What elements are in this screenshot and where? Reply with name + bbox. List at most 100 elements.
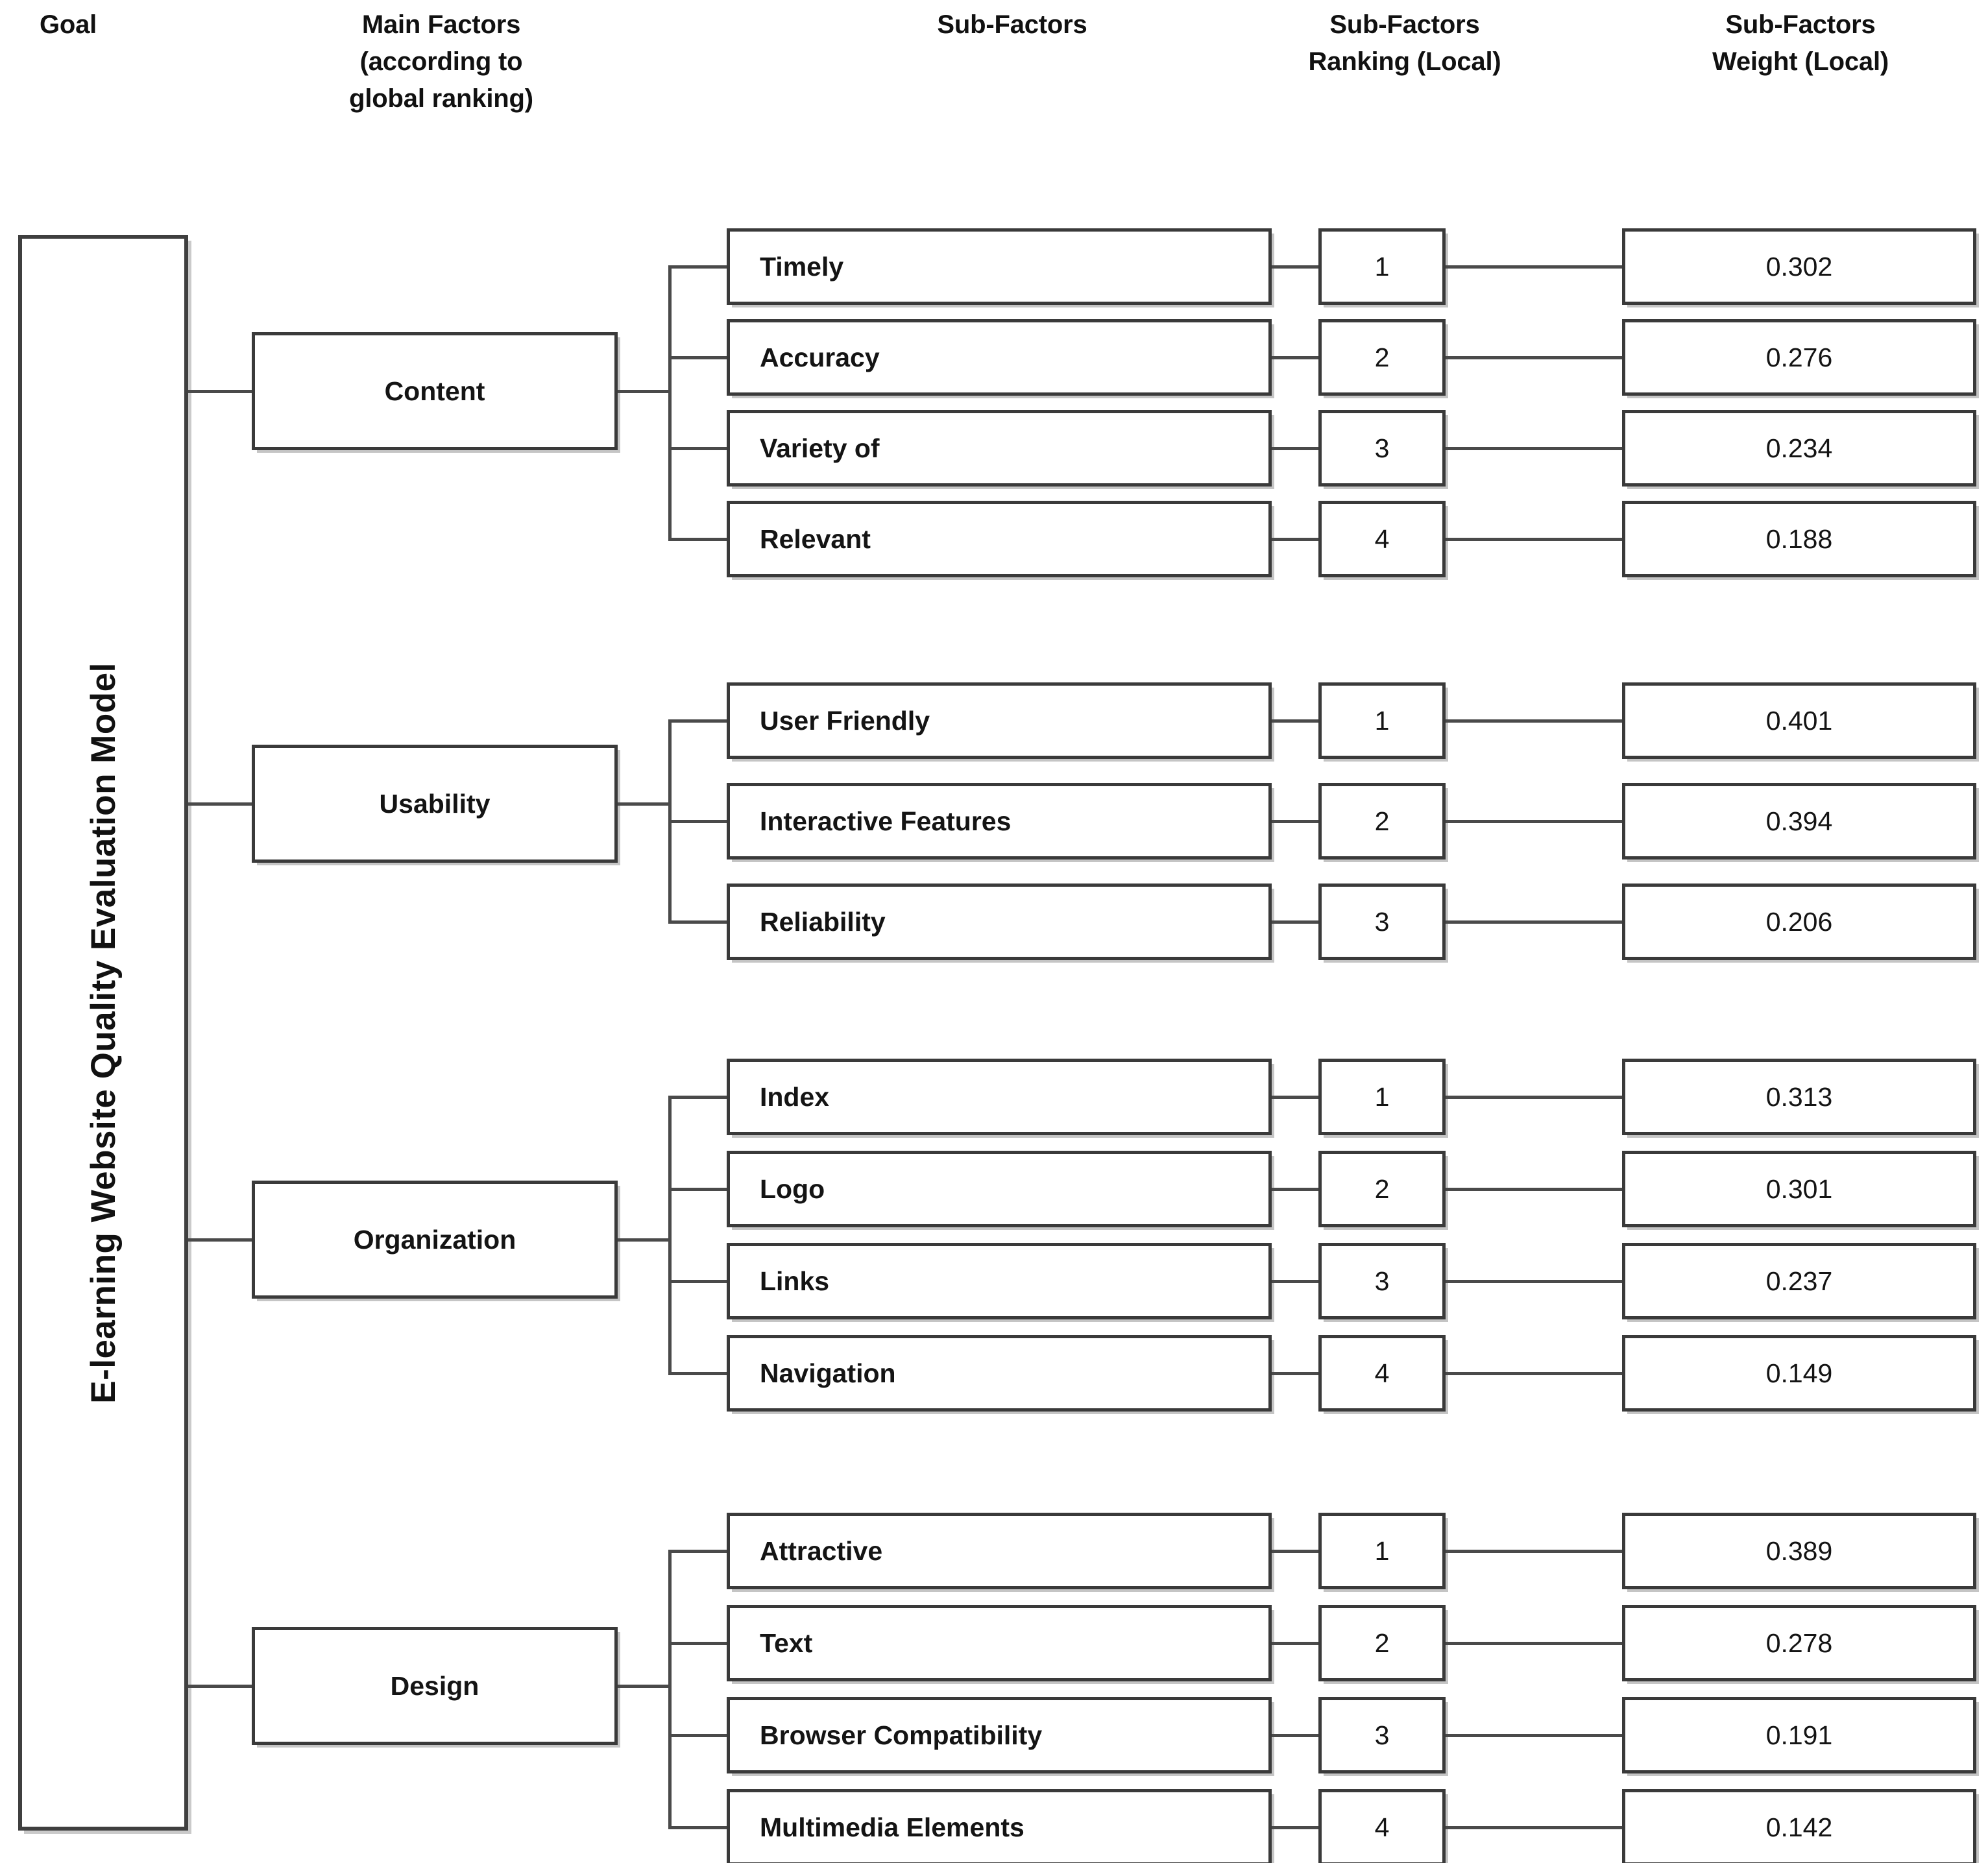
weight-line-2: Weight (Local) bbox=[1712, 47, 1889, 76]
sub-factor-box-attractive[interactable]: Attractive bbox=[727, 1513, 1272, 1589]
rank-box-multimedia-elements[interactable]: 4 bbox=[1318, 1789, 1446, 1863]
weight-box-browser-compatibility-label: 0.191 bbox=[1765, 1720, 1833, 1750]
rank-box-index-label: 1 bbox=[1374, 1081, 1390, 1112]
rank-box-user-friendly-label: 1 bbox=[1374, 705, 1390, 736]
weight-box-links[interactable]: 0.237 bbox=[1622, 1243, 1976, 1319]
rank-to-weight-connector bbox=[1446, 1734, 1622, 1737]
sub-factor-box-browser-compatibility-label: Browser Compatibility bbox=[760, 1720, 1043, 1750]
rank-box-multimedia-elements-label: 4 bbox=[1374, 1812, 1390, 1842]
rank-box-logo[interactable]: 2 bbox=[1318, 1151, 1446, 1227]
design-to-trunk-connector bbox=[618, 1685, 668, 1688]
branch-connector bbox=[668, 265, 727, 269]
branch-connector bbox=[668, 920, 727, 924]
usability-to-trunk-connector bbox=[618, 802, 668, 806]
weight-box-reliability-label: 0.206 bbox=[1765, 906, 1833, 937]
rank-to-weight-connector bbox=[1446, 1372, 1622, 1375]
rank-box-attractive[interactable]: 1 bbox=[1318, 1513, 1446, 1589]
branch-connector bbox=[668, 1372, 727, 1375]
rank-box-user-friendly[interactable]: 1 bbox=[1318, 682, 1446, 759]
sub-to-rank-connector bbox=[1272, 1188, 1318, 1191]
design-trunk-connector bbox=[668, 1550, 672, 1829]
sub-factor-box-browser-compatibility[interactable]: Browser Compatibility bbox=[727, 1697, 1272, 1773]
rank-box-relevant-label: 4 bbox=[1374, 523, 1390, 554]
rank-to-weight-connector bbox=[1446, 920, 1622, 924]
rank-to-weight-connector bbox=[1446, 1280, 1622, 1283]
sub-factor-box-relevant-label: Relevant bbox=[760, 523, 871, 554]
sub-factor-box-timely[interactable]: Timely bbox=[727, 228, 1272, 305]
weight-box-timely[interactable]: 0.302 bbox=[1622, 228, 1976, 305]
weight-box-user-friendly[interactable]: 0.401 bbox=[1622, 682, 1976, 759]
sub-to-rank-connector bbox=[1272, 1826, 1318, 1829]
branch-connector bbox=[668, 1280, 727, 1283]
column-header-ranking: Sub-Factors Ranking (Local) bbox=[1249, 6, 1560, 80]
branch-connector bbox=[668, 1096, 727, 1099]
sub-factor-box-text[interactable]: Text bbox=[727, 1605, 1272, 1681]
rank-to-weight-connector bbox=[1446, 1826, 1622, 1829]
main-factor-box-usability-label: Usability bbox=[379, 788, 491, 819]
rank-box-text-label: 2 bbox=[1374, 1628, 1390, 1658]
rank-box-navigation[interactable]: 4 bbox=[1318, 1335, 1446, 1412]
weight-box-text[interactable]: 0.278 bbox=[1622, 1605, 1976, 1681]
weight-box-browser-compatibility[interactable]: 0.191 bbox=[1622, 1697, 1976, 1773]
rank-to-weight-connector bbox=[1446, 1550, 1622, 1553]
weight-box-accuracy[interactable]: 0.276 bbox=[1622, 319, 1976, 396]
rank-to-weight-connector bbox=[1446, 265, 1622, 269]
sub-factor-box-logo-label: Logo bbox=[760, 1173, 825, 1204]
weight-box-multimedia-elements[interactable]: 0.142 bbox=[1622, 1789, 1976, 1863]
rank-box-browser-compatibility[interactable]: 3 bbox=[1318, 1697, 1446, 1773]
branch-connector bbox=[668, 1826, 727, 1829]
branch-connector bbox=[668, 447, 727, 450]
weight-box-attractive[interactable]: 0.389 bbox=[1622, 1513, 1976, 1589]
main-factor-box-usability[interactable]: Usability bbox=[252, 745, 618, 863]
weight-box-multimedia-elements-label: 0.142 bbox=[1765, 1812, 1833, 1842]
sub-factor-box-multimedia-elements[interactable]: Multimedia Elements bbox=[727, 1789, 1272, 1863]
rank-box-accuracy[interactable]: 2 bbox=[1318, 319, 1446, 396]
rank-box-text[interactable]: 2 bbox=[1318, 1605, 1446, 1681]
weight-box-navigation[interactable]: 0.149 bbox=[1622, 1335, 1976, 1412]
rank-box-links[interactable]: 3 bbox=[1318, 1243, 1446, 1319]
ranking-line-2: Ranking (Local) bbox=[1308, 47, 1501, 76]
rank-box-links-label: 3 bbox=[1374, 1266, 1390, 1296]
sub-factor-box-accuracy-label: Accuracy bbox=[760, 342, 880, 372]
main-factor-box-design[interactable]: Design bbox=[252, 1627, 618, 1745]
sub-factor-box-logo[interactable]: Logo bbox=[727, 1151, 1272, 1227]
main-factor-box-content[interactable]: Content bbox=[252, 332, 618, 450]
rank-box-timely[interactable]: 1 bbox=[1318, 228, 1446, 305]
sub-factor-box-interactive-features[interactable]: Interactive Features bbox=[727, 783, 1272, 859]
sub-to-rank-connector bbox=[1272, 356, 1318, 359]
weight-box-logo[interactable]: 0.301 bbox=[1622, 1151, 1976, 1227]
sub-factor-box-variety-of[interactable]: Variety of bbox=[727, 410, 1272, 487]
rank-box-reliability[interactable]: 3 bbox=[1318, 883, 1446, 960]
ranking-line-1: Sub-Factors bbox=[1329, 10, 1480, 39]
sub-factor-box-links[interactable]: Links bbox=[727, 1243, 1272, 1319]
rank-box-variety-of[interactable]: 3 bbox=[1318, 410, 1446, 487]
sub-factor-box-relevant[interactable]: Relevant bbox=[727, 501, 1272, 577]
weight-box-interactive-features-label: 0.394 bbox=[1765, 806, 1833, 836]
weight-box-relevant[interactable]: 0.188 bbox=[1622, 501, 1976, 577]
main-factor-box-organization[interactable]: Organization bbox=[252, 1181, 618, 1299]
goal-to-content-connector bbox=[188, 390, 252, 393]
rank-box-interactive-features[interactable]: 2 bbox=[1318, 783, 1446, 859]
weight-box-variety-of[interactable]: 0.234 bbox=[1622, 410, 1976, 487]
goal-to-design-connector bbox=[188, 1685, 252, 1688]
weight-box-index[interactable]: 0.313 bbox=[1622, 1059, 1976, 1135]
rank-box-reliability-label: 3 bbox=[1374, 906, 1390, 937]
sub-factor-box-accuracy[interactable]: Accuracy bbox=[727, 319, 1272, 396]
rank-box-index[interactable]: 1 bbox=[1318, 1059, 1446, 1135]
sub-factor-box-index[interactable]: Index bbox=[727, 1059, 1272, 1135]
sub-factor-box-timely-label: Timely bbox=[760, 251, 844, 282]
weight-box-interactive-features[interactable]: 0.394 bbox=[1622, 783, 1976, 859]
weight-box-reliability[interactable]: 0.206 bbox=[1622, 883, 1976, 960]
column-header-weight: Sub-Factors Weight (Local) bbox=[1619, 6, 1982, 80]
goal-to-organization-connector bbox=[188, 1238, 252, 1242]
sub-factor-box-user-friendly[interactable]: User Friendly bbox=[727, 682, 1272, 759]
weight-box-user-friendly-label: 0.401 bbox=[1765, 705, 1833, 736]
content-trunk-connector bbox=[668, 265, 672, 541]
main-factors-line-2: (according to bbox=[359, 47, 523, 76]
goal-box[interactable]: E-learning Website Quality Evaluation Mo… bbox=[18, 235, 188, 1831]
weight-box-links-label: 0.237 bbox=[1765, 1266, 1833, 1296]
rank-box-relevant[interactable]: 4 bbox=[1318, 501, 1446, 577]
sub-factor-box-reliability[interactable]: Reliability bbox=[727, 883, 1272, 960]
sub-factor-box-navigation[interactable]: Navigation bbox=[727, 1335, 1272, 1412]
